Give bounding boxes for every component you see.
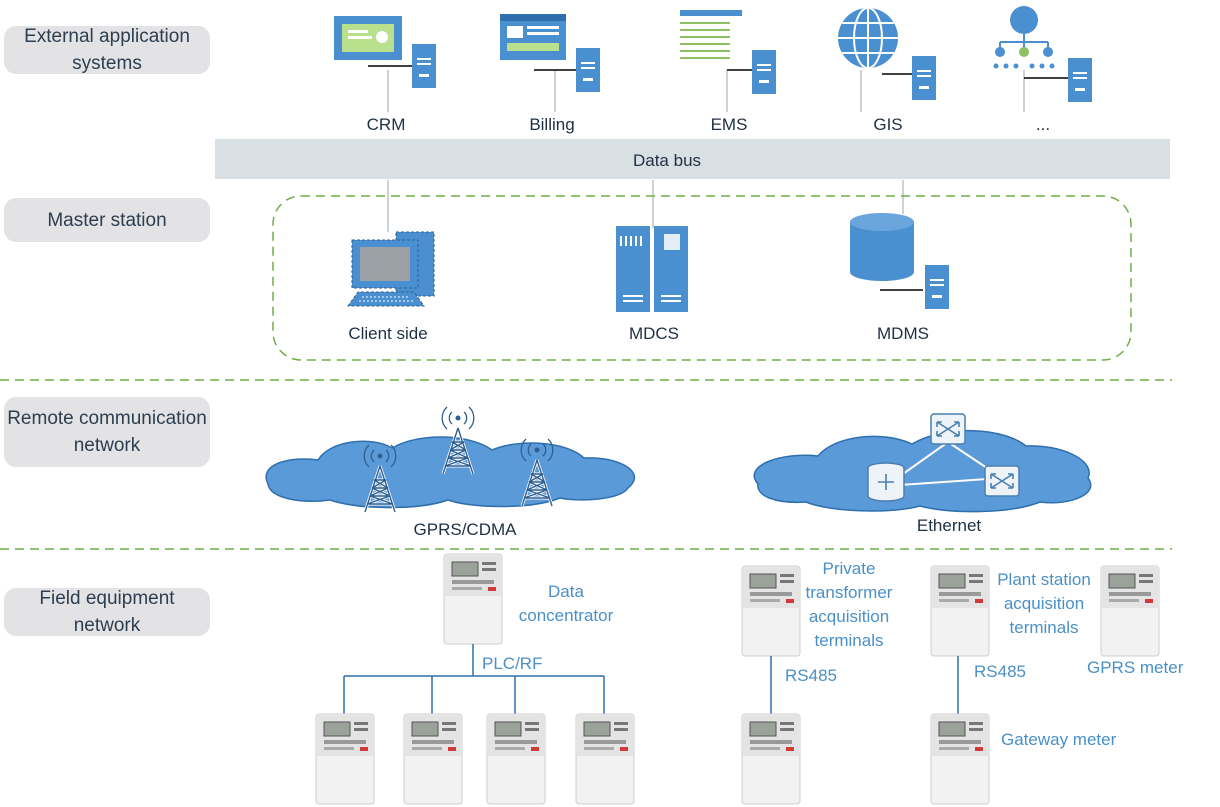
data-bus-label: Data bus <box>632 151 702 170</box>
crm-label: CRM <box>366 115 406 134</box>
smart-meter-image <box>315 713 375 805</box>
ems-label: EMS <box>710 115 748 134</box>
plant-station-terminal-image <box>930 565 990 657</box>
smart-meter-image <box>575 713 635 805</box>
layer-label-master: Master station <box>4 198 210 242</box>
meter-image <box>741 713 801 805</box>
crm-icon <box>334 16 436 88</box>
smart-meter-image <box>403 713 463 805</box>
private-transformer-terminal-image <box>741 565 801 657</box>
other-systems-label: ... <box>1035 115 1051 134</box>
gprs-meter-image <box>1100 565 1160 657</box>
billing-icon <box>500 14 600 92</box>
mdcs-icon <box>616 226 688 312</box>
gateway-meter-label: Gateway meter <box>1001 730 1117 749</box>
gateway-meter-image <box>930 713 990 805</box>
gis-icon <box>838 7 936 100</box>
plc-rf-label: PLC/RF <box>482 654 543 673</box>
master-station-box <box>272 195 1132 361</box>
gprs-meter-label: GPRS meter <box>1087 658 1184 677</box>
ems-icon <box>680 10 776 94</box>
smart-meter-image <box>486 713 546 805</box>
switch-icon <box>930 413 966 445</box>
data-concentrator-image <box>443 553 503 645</box>
data-bus-bar <box>215 139 1170 179</box>
rs485-left-label: RS485 <box>785 666 837 685</box>
client-side-icon <box>347 231 435 307</box>
gprs-cdma-label: GPRS/CDMA <box>413 520 517 539</box>
mdms-icon <box>850 213 949 309</box>
ethernet-label: Ethernet <box>916 516 982 535</box>
mdcs-label: MDCS <box>628 324 680 343</box>
layer-label-field: Field equipment network <box>4 588 210 636</box>
data-concentrator-label: Data concentrator <box>518 582 614 625</box>
client-side-label: Client side <box>348 324 428 343</box>
ethernet-cloud <box>753 430 1092 513</box>
mdms-label: MDMS <box>877 324 929 343</box>
layer-label-external: External application systems <box>4 26 210 74</box>
app-connector-lines <box>387 70 1025 232</box>
plc-rf-bus <box>343 644 605 716</box>
router-icon <box>984 465 1020 497</box>
private-transformer-label: Private transformer acquisition terminal… <box>805 559 893 650</box>
other-systems-icon <box>993 6 1092 102</box>
rs485-right-label: RS485 <box>974 662 1026 681</box>
gis-label: GIS <box>873 115 903 134</box>
billing-label: Billing <box>529 115 575 134</box>
layer-label-remote: Remote communication network <box>4 397 210 467</box>
plant-station-label: Plant station acquisition terminals <box>997 570 1091 637</box>
